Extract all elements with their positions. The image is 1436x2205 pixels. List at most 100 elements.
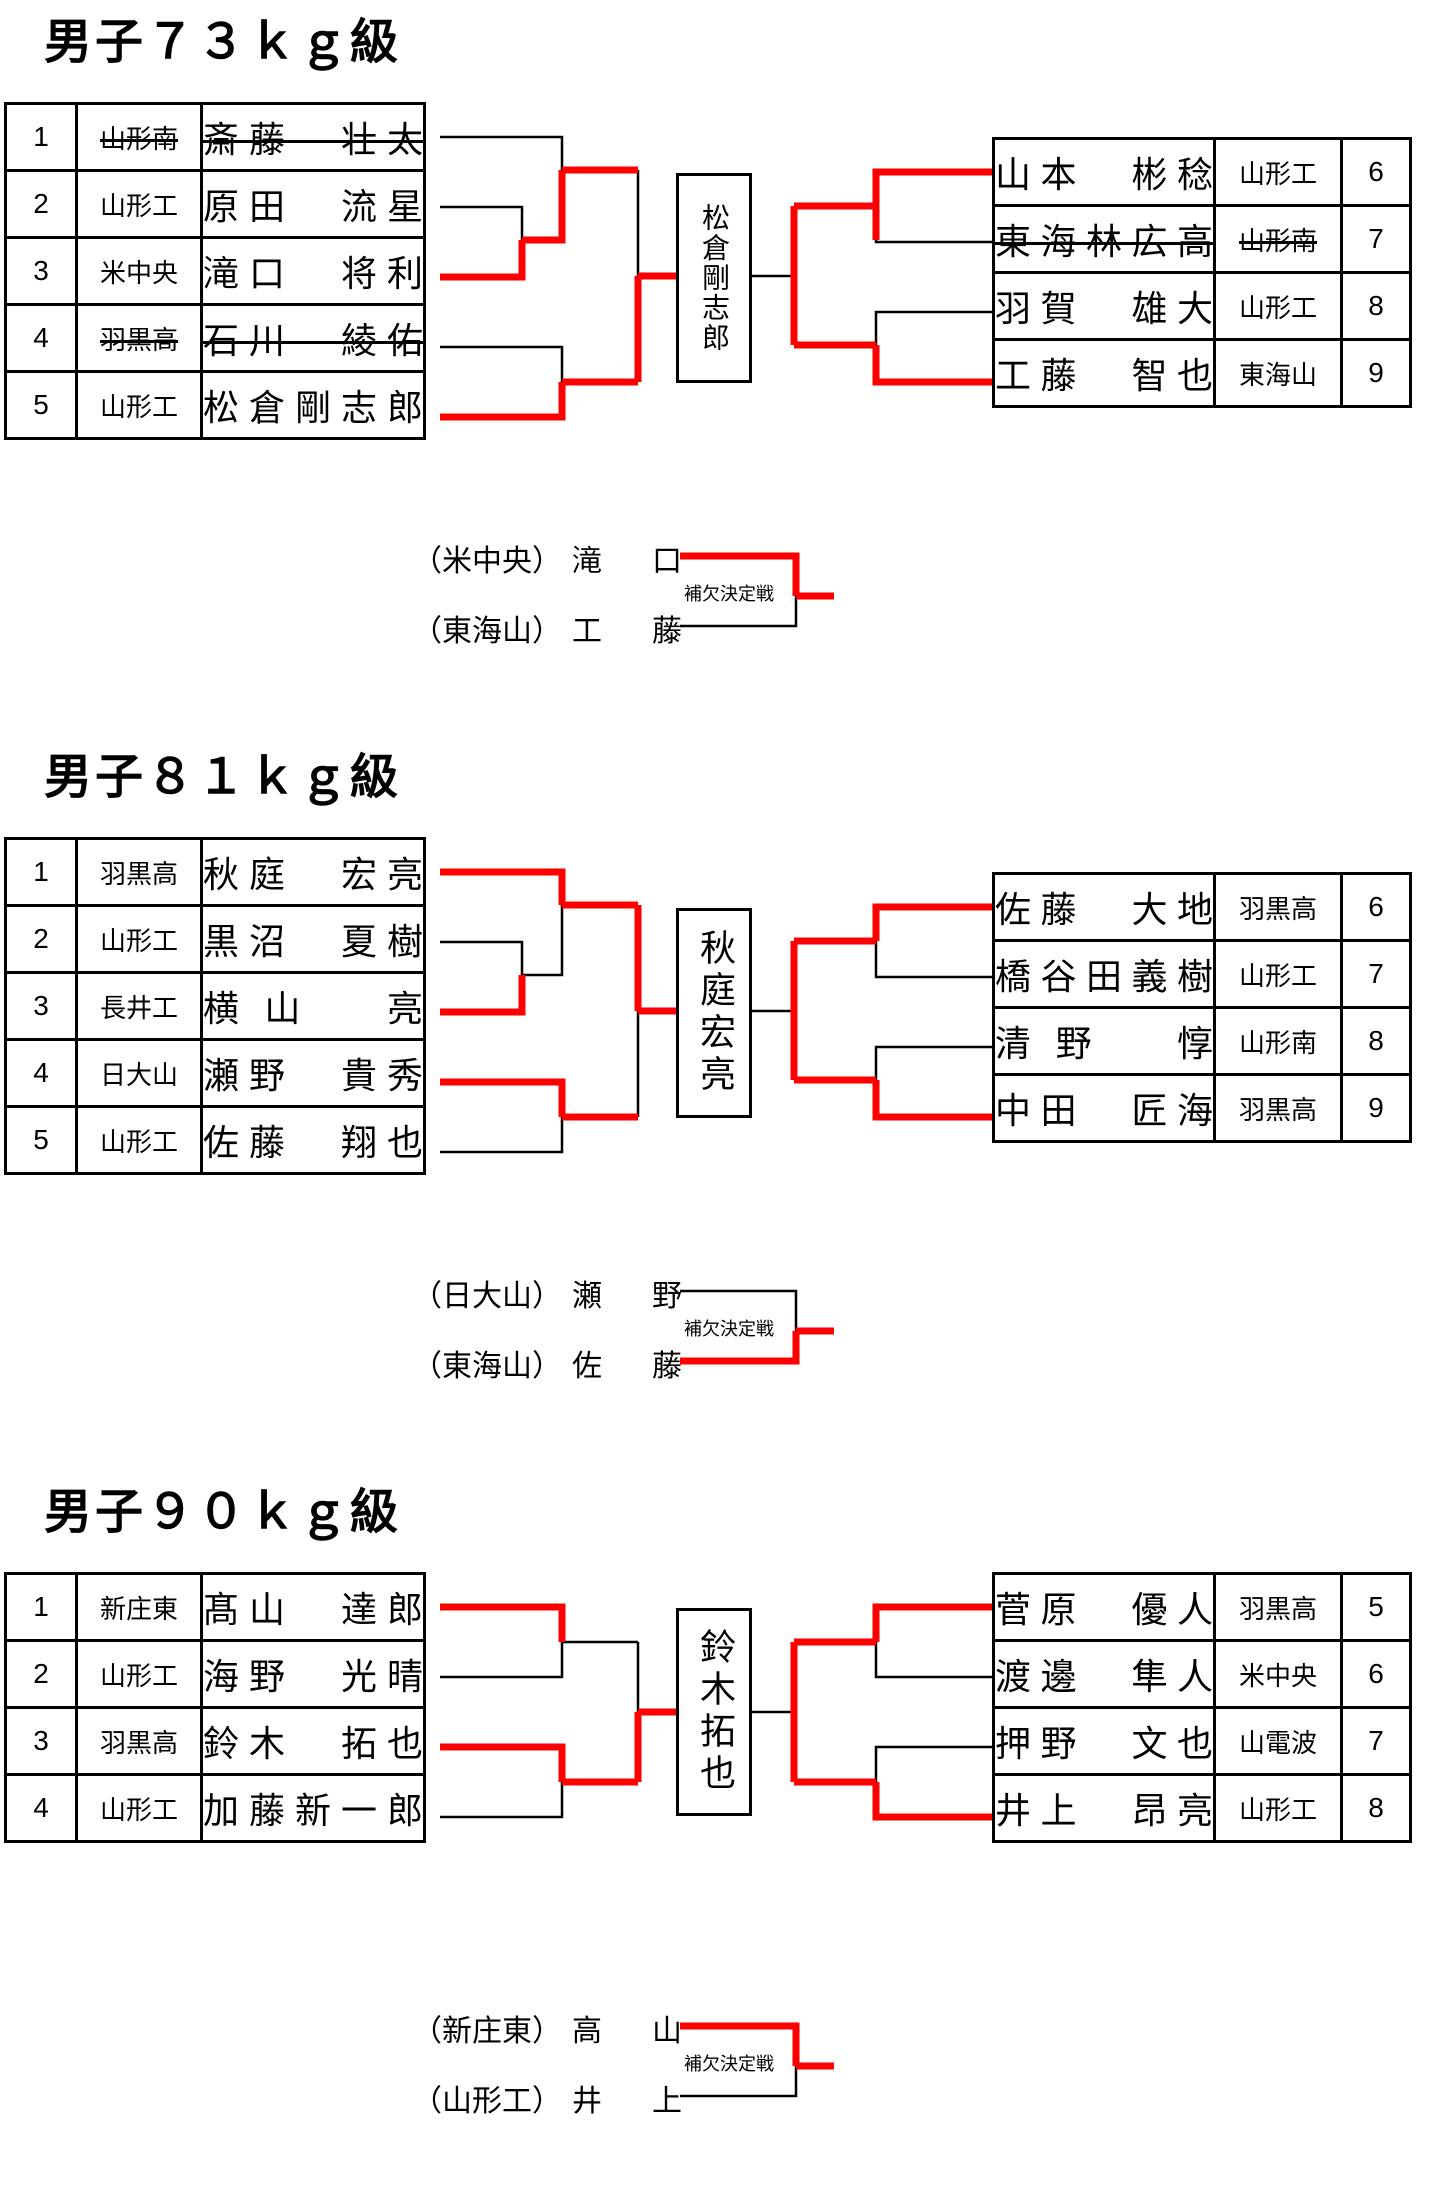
- repechage-school: （山形工）: [412, 2084, 562, 2119]
- school-name-text: 山形工: [99, 1795, 178, 1826]
- school-name: 山形南: [1213, 204, 1343, 274]
- bracket-line: [874, 941, 992, 979]
- school-name: 新庄東: [75, 1572, 203, 1642]
- repechage-school: （日大山）: [412, 1279, 562, 1314]
- repechage-player: （東海山）工 藤: [412, 606, 682, 650]
- school-name-text: 山形工: [99, 1127, 178, 1158]
- bracket-line: [874, 1045, 992, 1080]
- player-name-text: 佐藤 大地: [995, 890, 1213, 931]
- seed-number-text: 5: [33, 1124, 49, 1155]
- school-name: 山形工: [1213, 1773, 1343, 1843]
- winner-bracket-line: [872, 1080, 992, 1121]
- school-name: 山形工: [75, 1105, 203, 1175]
- player-name-text: 橋谷田義樹: [995, 957, 1213, 998]
- player-name-text: 羽賀 雄大: [995, 289, 1213, 330]
- winner-bracket-line: [872, 345, 992, 386]
- repechage-line: [680, 1289, 798, 1331]
- repechage-school: （米中央）: [412, 544, 562, 579]
- repechage-player: （東海山）佐 藤: [412, 1341, 682, 1385]
- player-name: 橋谷田義樹: [992, 939, 1216, 1009]
- player-name-text: 東海林広高: [995, 222, 1213, 263]
- player-name-text: 松倉剛志郎: [203, 388, 423, 429]
- repechage-player: （山形工） 井 上: [412, 2076, 682, 2120]
- player-name-text: 横山 亮: [203, 989, 423, 1030]
- school-name: 山形南: [1213, 1006, 1343, 1076]
- school-name: 山形南: [75, 102, 203, 172]
- bracket-lines: [440, 135, 992, 628]
- winner-bracket-line: [440, 240, 526, 281]
- player-name-text: 渡邊 隼人: [995, 1657, 1213, 1698]
- seed-number: 8: [1340, 1006, 1412, 1076]
- player-name: 工藤 智也: [992, 338, 1216, 408]
- school-name-text: 山形工: [1238, 159, 1317, 190]
- seed-number: 7: [1340, 1706, 1412, 1776]
- seed-number: 3: [4, 971, 78, 1041]
- section-title: 男子８１ｋｇ級: [44, 749, 402, 805]
- player-row: 清野 惇山形南 8: [992, 1006, 1412, 1076]
- player-name: 押野 文也: [992, 1706, 1216, 1776]
- repechage-label: 補欠決定戦: [684, 2054, 774, 2075]
- school-name-text: 羽黒高: [1238, 894, 1317, 925]
- seed-number: 5: [1340, 1572, 1412, 1642]
- bracket-line: [874, 1642, 992, 1679]
- seed-number: 1: [4, 102, 78, 172]
- player-name-text: 斎藤 壮太: [203, 120, 423, 161]
- player-name: 加藤新一郎: [200, 1773, 426, 1843]
- bracket-line: [440, 135, 564, 170]
- school-name-text: 山形南: [1238, 1028, 1317, 1059]
- school-name: 山形工: [1213, 939, 1343, 1009]
- player-name: 髙山 達郎: [200, 1572, 426, 1642]
- player-name-text: 鈴木 拓也: [203, 1724, 423, 1765]
- player-name: 石川 綾佑: [200, 303, 426, 373]
- player-name: 渡邊 隼人: [992, 1639, 1216, 1709]
- seed-number-text: 9: [1368, 1092, 1384, 1123]
- school-name-text: 山形工: [1238, 1795, 1317, 1826]
- seed-number-text: 6: [1368, 156, 1384, 187]
- player-name: 羽賀 雄大: [992, 271, 1216, 341]
- player-name: 清野 惇: [992, 1006, 1216, 1076]
- winner-bracket-line: [872, 168, 992, 240]
- player-name-text: 菅原 優人: [995, 1590, 1213, 1631]
- seed-number: 4: [4, 303, 78, 373]
- seed-number-text: 1: [33, 856, 49, 887]
- seed-number: 4: [4, 1038, 78, 1108]
- winner-bracket-line: [872, 1603, 992, 1642]
- school-name: 羽黒高: [75, 837, 203, 907]
- player-name-text: 山本 彬稔: [995, 155, 1213, 196]
- player-name: 黒沼 夏樹: [200, 904, 426, 974]
- repechage-school: （東海山）: [412, 1349, 562, 1384]
- champion-box: 鈴木拓也: [676, 1608, 752, 1816]
- player-name-text: 秋庭 宏亮: [203, 855, 423, 896]
- seed-number: 2: [4, 904, 78, 974]
- seed-number-text: 8: [1368, 1792, 1384, 1823]
- seed-number: 6: [1340, 137, 1412, 207]
- player-name: 東海林広高: [992, 204, 1216, 274]
- bracket-line: [874, 1745, 992, 1782]
- repechage-winner-line: [680, 552, 800, 596]
- player-name-text: 押野 文也: [995, 1724, 1213, 1765]
- school-name-text: 東海山: [1238, 360, 1317, 391]
- player-name: 中田 匠海: [992, 1073, 1216, 1143]
- player-name: 松倉剛志郎: [200, 370, 426, 440]
- bracket-lines: [440, 1603, 992, 2098]
- repechage-name: 井 上: [572, 2084, 682, 2119]
- seed-number-text: 9: [1368, 357, 1384, 388]
- player-name: 秋庭 宏亮: [200, 837, 426, 907]
- school-name: 山形工: [75, 370, 203, 440]
- bracket-line: [440, 940, 524, 975]
- school-name: 山形工: [75, 169, 203, 239]
- seed-number-text: 6: [1368, 1658, 1384, 1689]
- player-name: 佐藤 大地: [992, 872, 1216, 942]
- repechage-winner-line: [680, 1331, 800, 1365]
- player-name: 滝口 将利: [200, 236, 426, 306]
